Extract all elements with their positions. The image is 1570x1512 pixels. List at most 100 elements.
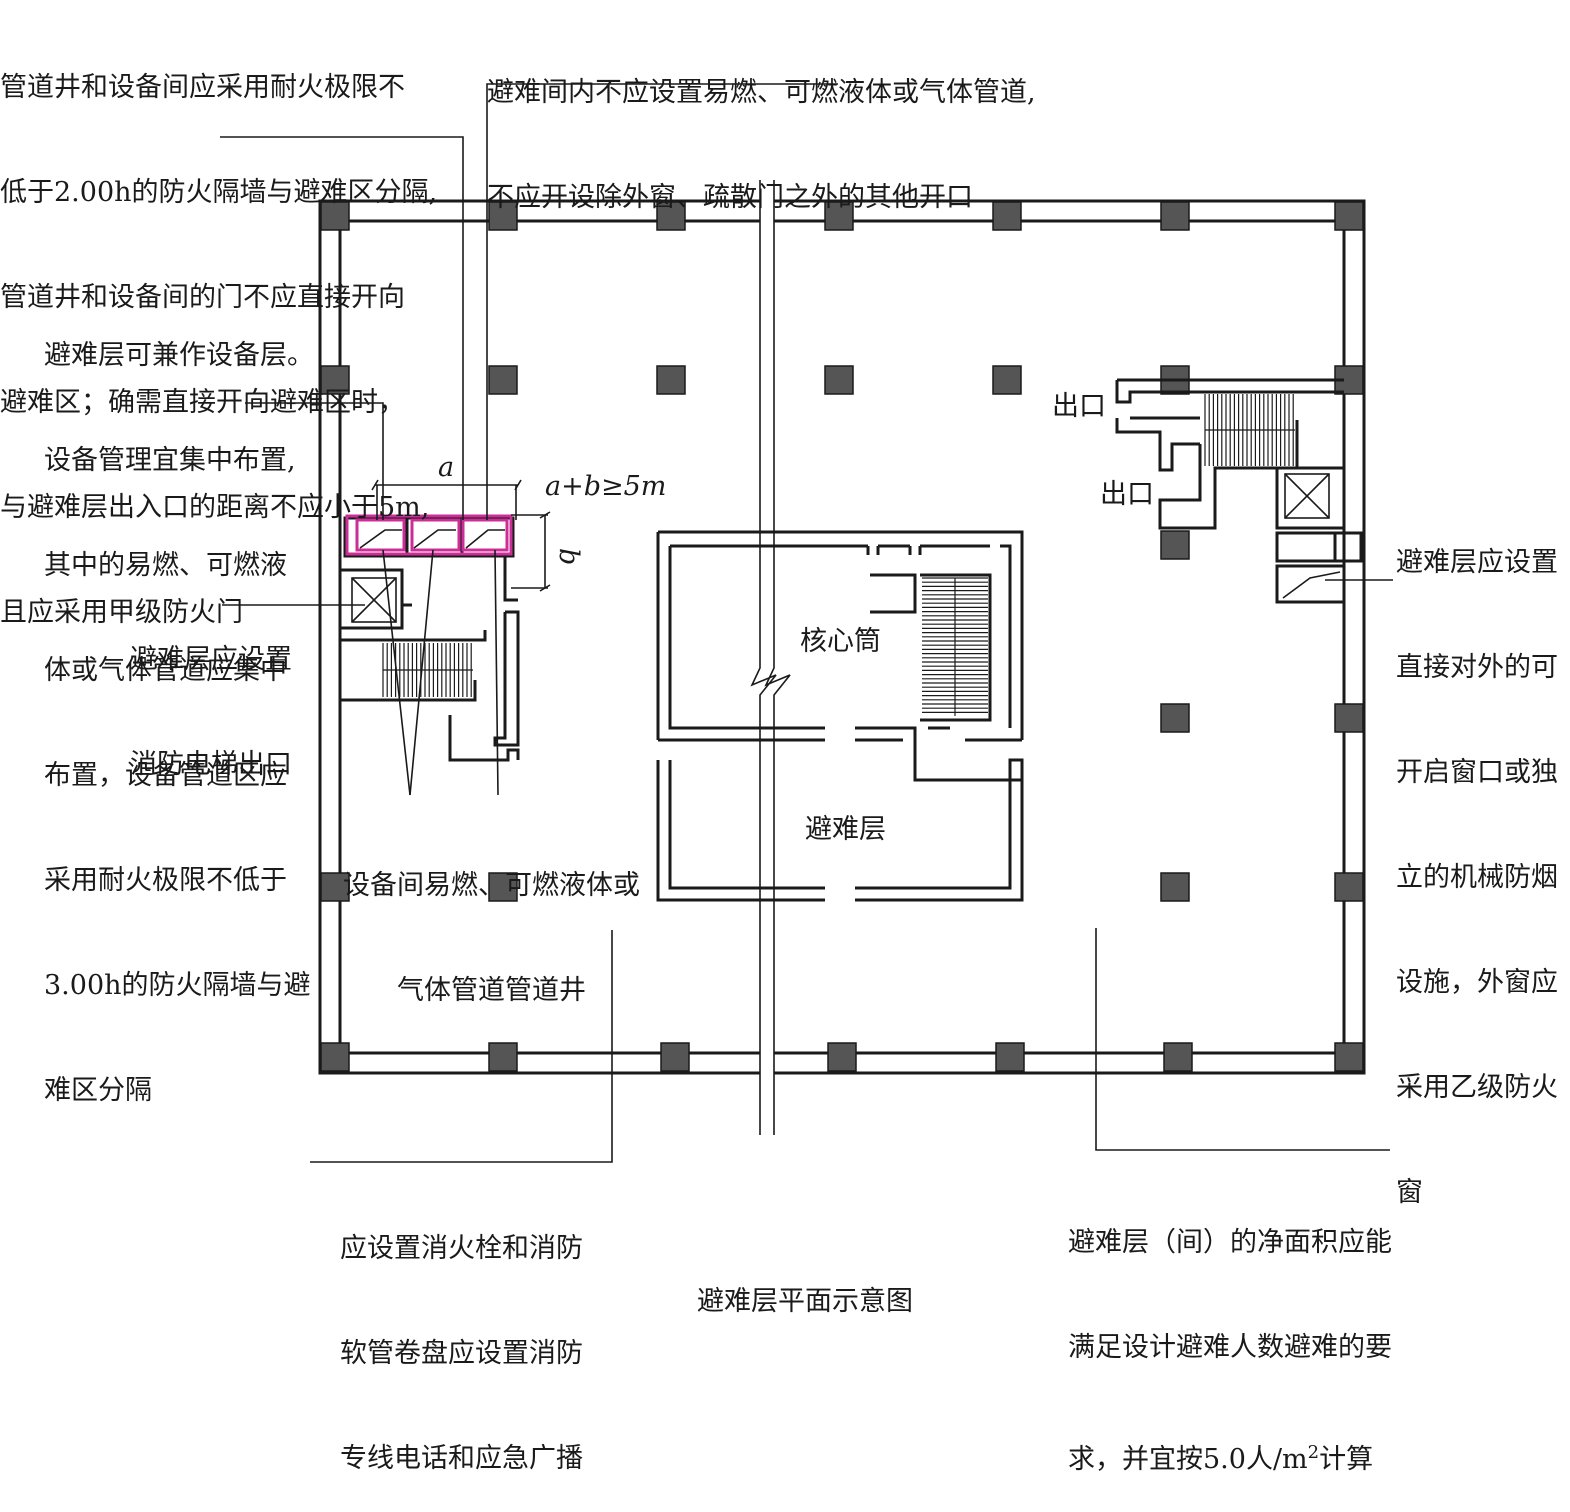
column	[320, 872, 350, 902]
break-line-left	[750, 180, 777, 1135]
column	[1334, 1042, 1364, 1072]
note-line: 设备间易燃、可燃液体或	[343, 870, 640, 901]
note-line-last: 求，并宜按5.0人/m2计算	[1068, 1435, 1392, 1477]
leader-lines	[220, 83, 1393, 1163]
exit-wall-top-inner	[1115, 380, 1344, 404]
right-room-b	[1275, 564, 1346, 604]
note-hydrant: 应设置消火栓和消防 软管卷盘应设置消防 专线电话和应急广播	[340, 1161, 583, 1511]
equipment-room-strip	[343, 516, 515, 558]
refuge-wall-inner	[668, 760, 825, 890]
note-line: 设备管理宜集中布置,	[44, 445, 296, 476]
column	[827, 1042, 857, 1072]
note-line: 设施，外窗应	[1396, 967, 1558, 998]
leader-well-b	[409, 549, 434, 796]
core-wall-mid-a	[855, 726, 1022, 782]
right-elevator-cab	[1284, 473, 1330, 519]
core-stair-treads	[922, 577, 988, 716]
note-line: 专线电话和应急广播	[340, 1443, 583, 1474]
leader-well-a	[382, 549, 411, 796]
leader-no-pipes	[486, 83, 838, 520]
exit-label-1: 出口	[1052, 391, 1106, 422]
core-stair-well	[920, 573, 992, 722]
dim-b-label: b	[553, 548, 584, 565]
column	[488, 365, 518, 395]
column	[1160, 201, 1190, 231]
note-line: 避难区；确需直接开向避难区时，	[0, 387, 405, 418]
dim-rule-label: a+b≥5m	[545, 471, 666, 502]
dim-a-tick-left	[371, 479, 379, 491]
refuge-wall-right	[855, 758, 1024, 902]
note-line: 且应采用甲级防火门	[0, 597, 243, 628]
core-stair-landing	[870, 573, 917, 614]
note-shaft-wall: 管道井和设备间应采用耐火极限不 低于2.00h的防火隔墙与避难区分隔, 管道井和…	[0, 0, 437, 665]
note-equipment-floor: 避难层可兼作设备层。 设备管理宜集中布置, 其中的易燃、可燃液 体或气体管道应集…	[44, 268, 314, 1143]
column	[1334, 872, 1364, 902]
right-stair-treads	[1204, 394, 1295, 466]
note-line: 低于2.00h的防火隔墙与避难区分隔,	[0, 177, 438, 208]
leader-area	[1095, 928, 1390, 1151]
left-service-zone	[338, 516, 520, 762]
note-line: 避难层应设置	[1396, 547, 1558, 578]
note-line: 其中的易燃、可燃液	[44, 550, 287, 581]
note-line: 避难层应设置	[130, 644, 292, 675]
core-walls	[656, 530, 1024, 902]
column	[1334, 703, 1364, 733]
note-line: 消防电梯出口	[130, 749, 292, 780]
column	[488, 1042, 518, 1072]
exit-wall-lower	[1158, 466, 1300, 530]
stair-wall-top	[340, 630, 487, 642]
outer-wall-outline	[318, 199, 1366, 1075]
right-door-swing	[1282, 571, 1341, 599]
diagram-stage: 出口 出口 核心筒 避难层 a b a+b≥5m 避难层平面示意图 管道井和设备…	[0, 0, 1558, 1475]
equipment-room-1	[355, 518, 406, 552]
note-line: 与避难层出入口的距离不应小于5m,	[0, 492, 430, 523]
note-line: 管道井和设备间的门不应直接开向	[0, 282, 405, 313]
door-swing-3	[465, 529, 505, 549]
column	[656, 365, 686, 395]
column	[488, 201, 518, 231]
break-line-right	[764, 180, 791, 1135]
right-elevator-shaft	[1275, 466, 1346, 530]
figure-caption: 避难层平面示意图	[697, 1286, 913, 1317]
column	[824, 365, 854, 395]
note-area: 避难层（间）的净面积应能 满足设计避难人数避难的要 求，并宜按5.0人/m2计算	[1068, 1155, 1392, 1512]
note-text: 计算	[1319, 1444, 1374, 1475]
note-line: 窗	[1396, 1177, 1423, 1208]
superscript: 2	[1307, 1442, 1320, 1463]
elevator-cross-b	[351, 577, 397, 623]
refuge-label: 避难层	[805, 814, 886, 845]
equipment-room-3	[461, 518, 509, 552]
equipment-room-2	[410, 518, 461, 552]
leader-well-c	[494, 549, 499, 796]
note-line: 避难层（间）的净面积应能	[1068, 1227, 1392, 1258]
core-wall-left-inner	[668, 546, 825, 730]
right-exit-zone	[1115, 378, 1363, 604]
note-line: 难区分隔	[44, 1075, 152, 1106]
note-line: 应设置消火栓和消防	[340, 1233, 583, 1264]
note-line: 直接对外的可	[1396, 652, 1558, 683]
column	[1160, 530, 1190, 560]
note-line: 软管卷盘应设置消防	[340, 1338, 583, 1369]
note-line: 体或气体管道应集中	[44, 655, 287, 686]
column	[1163, 1042, 1193, 1072]
equipment-doors	[359, 529, 505, 549]
note-text: 求，并宜按5.0人/m	[1068, 1444, 1308, 1475]
column	[1160, 872, 1190, 902]
equipment-highlight	[345, 514, 513, 556]
right-room-a	[1275, 531, 1363, 563]
column	[1160, 703, 1190, 733]
dimension-marks	[371, 479, 551, 592]
door-swing-1	[359, 529, 402, 549]
column	[488, 872, 518, 902]
leader-equipment-floor	[245, 402, 384, 520]
note-line: 避难层可兼作设备层。	[44, 340, 314, 371]
column	[992, 365, 1022, 395]
note-line: 避难间内不应设置易燃、可燃液体或气体管道,	[487, 77, 1036, 108]
note-line: 布置，设备管道区应	[44, 760, 287, 791]
column	[824, 201, 854, 231]
service-wall-right-a	[503, 556, 518, 602]
elevator-cab	[351, 577, 397, 623]
note-line: 管道井和设备间应采用耐火极限不	[0, 72, 405, 103]
stair-wall-bottom	[340, 680, 477, 702]
column	[660, 1042, 690, 1072]
